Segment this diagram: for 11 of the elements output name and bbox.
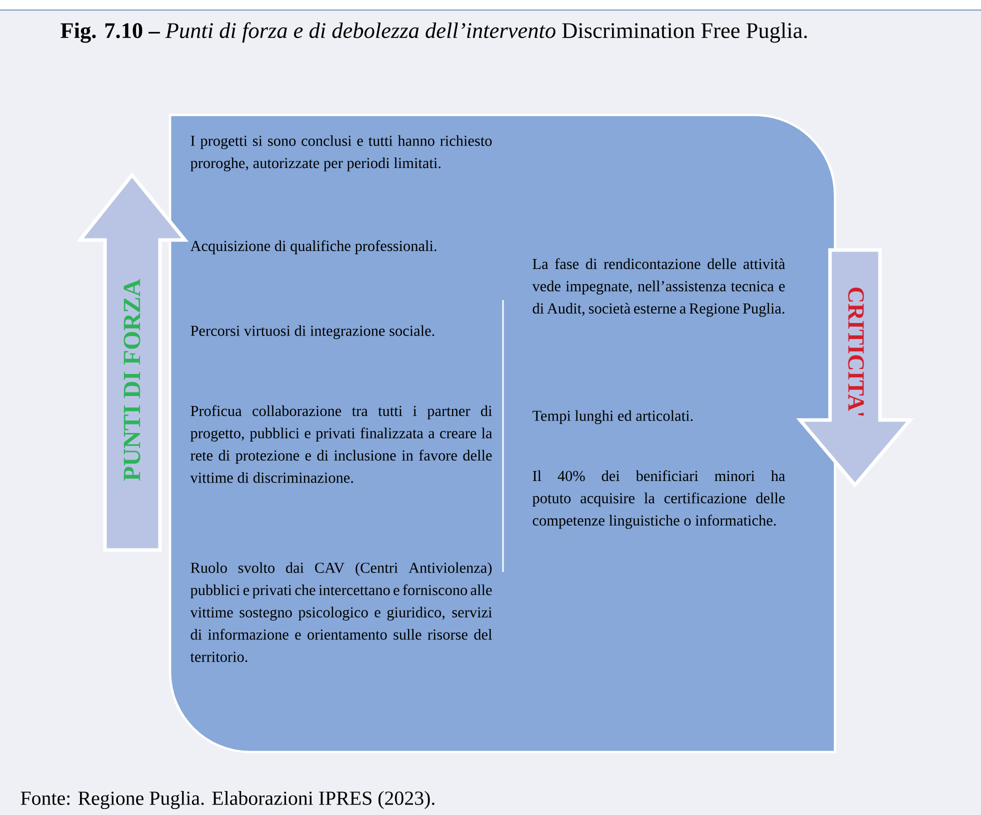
figure-title: Fig. 7.10 – Punti di forza e di debolezza dell’intervento Discrimination Free Puglia. [60,22,807,43]
paragraph: Acquisizione di qualifiche professionali. [190,240,436,254]
paragraph: Proficua collaborazione tra tutti i partner di progetto, pubblici e privati finalizzata a creare la rete di protezione e di inclusione in favore delle vittime di discriminazione. [190,405,492,483]
source-note: Fonte: Regione Puglia. Elaborazioni IPRES (2023). [20,790,434,810]
panel [168,114,836,754]
paragraph: Tempi lunghi ed articolati. [532,410,693,424]
paragraph: I progetti si sono conclusi e tutti hanno richiesto proroghe, autorizzate per periodi limitati. [190,135,492,172]
paragraph: Ruolo svolto dai CAV (Centri Antiviolenza) pubblici e privati che intercettano e forniscono alle vittime sostegno psicologico e giuridico, servizi di informazione e orientamento sulle risorse del territorio. [190,562,492,662]
paragraph: Percorsi virtuosi di integrazione sociale. [190,325,434,340]
paragraph: La fase di rendicontazione delle attività vede impegnate, nell’assistenza tecnica e di Audit, società esterne a Regione Puglia. [532,258,786,317]
paragraph: Il 40% dei benificiari minori ha potuto acquisire la certificazione delle competenze linguistiche o informatiche. [532,470,786,529]
